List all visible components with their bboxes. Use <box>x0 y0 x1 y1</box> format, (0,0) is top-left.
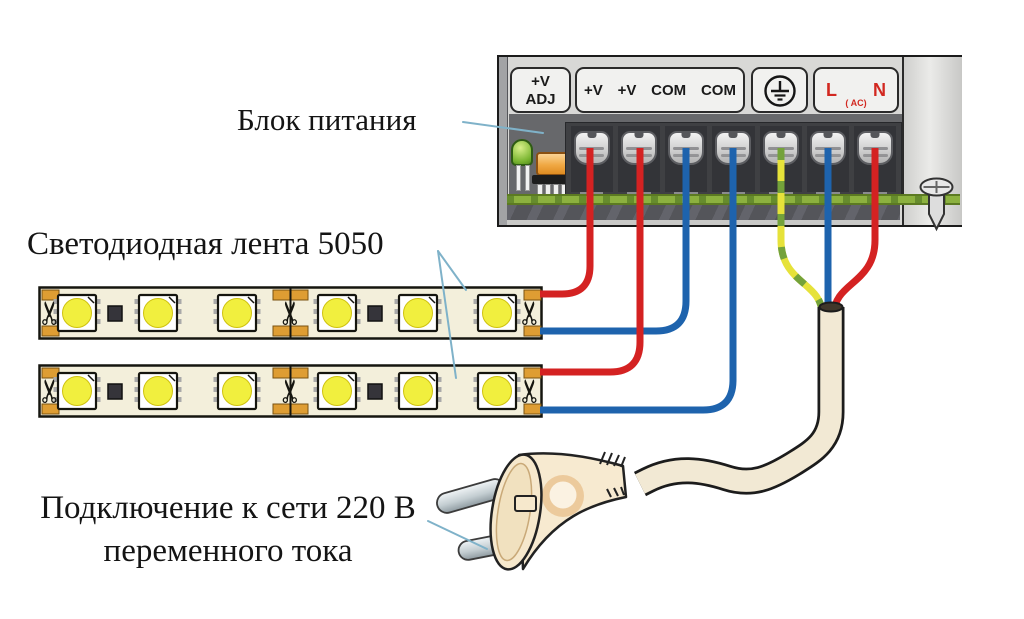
psu-bottom-chassis <box>507 205 900 220</box>
terminal-label-outputs: +V +V COM COM <box>575 67 745 113</box>
terminal-label-v1: +V <box>584 81 603 99</box>
terminal-cell <box>854 126 897 201</box>
solder-pad <box>272 289 291 301</box>
plug-face-disc <box>489 453 543 571</box>
terminal-screw <box>762 131 799 165</box>
solder-pad <box>272 325 291 337</box>
strip-resistor <box>107 383 123 400</box>
strip-resistor <box>107 305 123 322</box>
solder-pad <box>523 367 542 379</box>
plug-face-notch <box>514 495 537 512</box>
led-chip <box>213 293 261 333</box>
cable-opening <box>818 301 844 313</box>
led-chip <box>473 371 521 411</box>
solder-pad <box>41 289 60 301</box>
solder-pad <box>290 325 309 337</box>
power-cable <box>633 301 845 497</box>
led-leg <box>525 165 530 191</box>
mains-label-line2: переменного тока <box>103 533 353 569</box>
solder-pad <box>290 403 309 415</box>
solder-pad <box>523 325 542 337</box>
solder-pad <box>290 367 309 379</box>
terminal-label-line: L <box>826 79 837 100</box>
led-strip-1: ✂ ✂ ✂ <box>38 286 543 340</box>
terminal-label-ground <box>751 67 808 113</box>
terminal-screw <box>573 131 610 165</box>
plug-face-inner <box>495 462 533 562</box>
power-supply-unit: +V ADJ +V +V COM COM L ( AC) N <box>497 55 962 232</box>
led-strip-label: Светодиодная лента 5050 <box>27 226 384 262</box>
scissors-icon: ✂ <box>272 378 310 405</box>
plug-body <box>517 452 628 571</box>
led-chip <box>313 293 361 333</box>
terminal-label-ac: L ( AC) N <box>813 67 899 113</box>
solder-pad <box>41 403 60 415</box>
terminal-block <box>565 122 902 201</box>
psu-pcb-strip <box>507 194 960 205</box>
terminal-cell <box>712 126 755 201</box>
terminal-label-com1: COM <box>651 81 687 99</box>
terminal-cell <box>570 126 613 201</box>
terminal-cell <box>759 126 802 201</box>
terminal-cell <box>617 126 661 201</box>
led-leg <box>516 165 521 191</box>
scissors-icon: ✂ <box>38 300 69 327</box>
terminal-label-adj-bottom: ADJ <box>525 91 556 108</box>
scissors-icon: ✂ <box>38 378 69 405</box>
scissors-icon: ✂ <box>511 300 543 327</box>
terminal-screw <box>857 131 894 165</box>
terminal-label-com2: COM <box>700 81 736 99</box>
psu-bottom-edge <box>507 220 900 225</box>
plug-highlight <box>549 481 577 509</box>
led-chip <box>394 371 442 411</box>
terminal-screw <box>715 131 752 165</box>
terminal-label-neutral: N <box>873 79 886 100</box>
mains-label: Подключение к сети 220 В переменного ток… <box>6 487 450 573</box>
mains-label-line1: Подключение к сети 220 В <box>40 490 416 526</box>
terminal-cell <box>806 126 850 201</box>
led-chip <box>134 293 182 333</box>
terminal-screw <box>668 131 705 165</box>
strip-resistor <box>367 383 383 400</box>
led-chip <box>53 371 101 411</box>
scissors-icon: ✂ <box>511 378 543 405</box>
led-chip <box>473 293 521 333</box>
solder-pad <box>272 403 291 415</box>
plug-pin-bottom <box>457 530 529 561</box>
terminal-screw <box>620 131 657 165</box>
led-chip <box>394 293 442 333</box>
solder-pad <box>272 367 291 379</box>
earth-ground-icon <box>763 75 796 107</box>
pointer-line-strip1 <box>437 250 467 291</box>
terminal-cell <box>665 126 708 201</box>
case-screw-icon <box>919 177 954 232</box>
led-chip <box>213 371 261 411</box>
led-chip <box>134 371 182 411</box>
solder-pad <box>523 403 542 415</box>
psu-interior <box>509 114 902 201</box>
strip-resistor <box>367 305 383 322</box>
power-plug <box>436 451 628 571</box>
terminal-screw <box>810 131 847 165</box>
plug-grip-ridges <box>599 451 626 498</box>
terminal-label-adj: +V ADJ <box>510 67 571 113</box>
solder-pad <box>523 289 542 301</box>
plug-highlight-ring <box>542 475 584 517</box>
terminal-label-adj-top: +V <box>531 73 550 90</box>
led-chip <box>313 371 361 411</box>
terminal-label-ac-note: ( AC) <box>845 98 867 108</box>
solder-pad <box>41 325 60 337</box>
power-supply-label: Блок питания <box>237 102 417 137</box>
psu-left-edge <box>499 57 508 225</box>
terminal-label-v2: +V <box>617 81 637 99</box>
led-strip-2: ✂ ✂ ✂ <box>38 364 543 418</box>
led-chip <box>53 293 101 333</box>
solder-pad <box>41 367 60 379</box>
psu-indicator-led <box>511 139 533 166</box>
solder-pad <box>290 289 309 301</box>
scissors-icon: ✂ <box>272 300 310 327</box>
